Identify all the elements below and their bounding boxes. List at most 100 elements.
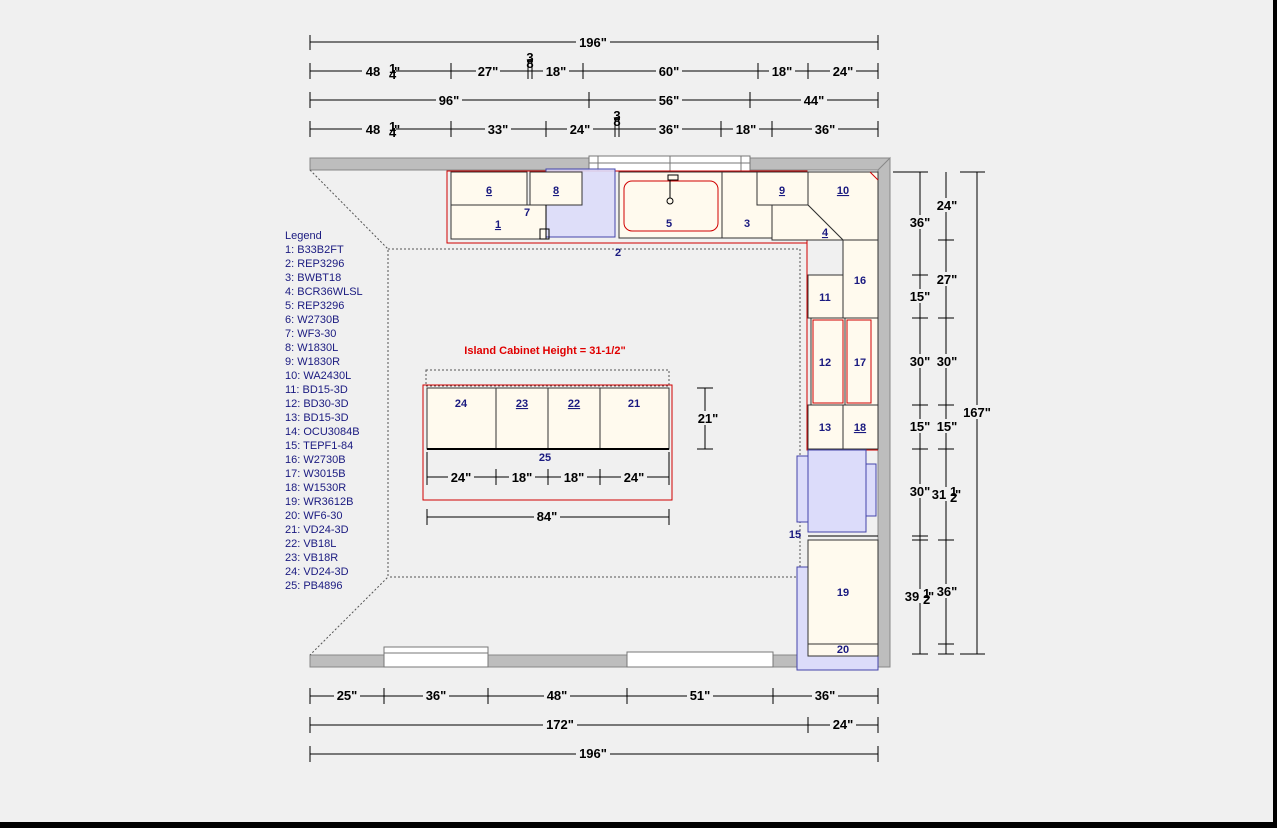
- dim-right-overall: 167": [963, 405, 991, 420]
- cabinet-13: 13: [819, 422, 831, 434]
- legend-item: 16: W2730B: [285, 454, 346, 466]
- island-depth: 21": [698, 411, 719, 426]
- cabinet-18: 18: [854, 422, 866, 434]
- dim-r2-1: 56": [659, 93, 680, 108]
- cabinet-15: 15: [789, 529, 801, 541]
- legend-item: 12: BD30-3D: [285, 398, 349, 410]
- island-height-note: Island Cabinet Height = 31-1/2": [464, 345, 625, 357]
- legend: Legend 1: B33B2FT 2: REP3296 3: BWBT18 4…: [285, 230, 363, 592]
- cabinet-22: 22: [568, 398, 580, 410]
- legend-item: 11: BD15-3D: [285, 384, 348, 396]
- svg-text:1: 1: [950, 484, 957, 499]
- dim-top-overall: 196": [579, 35, 607, 50]
- right-cabinets: [796, 239, 879, 671]
- island-part-2: 18": [564, 470, 585, 485]
- cabinet-labels: 1 2 3 4 5 6 7 8 9 10 11 12 13 15 16 17 1…: [455, 185, 866, 656]
- dashed-outlines: [309, 169, 801, 656]
- dim-r2-0: 96": [439, 93, 460, 108]
- dim-r1-4: 18": [772, 64, 793, 79]
- legend-item: 18: W1530R: [285, 482, 346, 494]
- dim-rc1-4: 30": [910, 484, 931, 499]
- window-bottom-left: [383, 646, 489, 668]
- dim-r1-2: 18": [546, 64, 567, 79]
- dim-b1-4: 36": [815, 688, 836, 703]
- legend-item: 14: OCU3084B: [285, 426, 360, 438]
- legend-item: 25: PB4896: [285, 580, 343, 592]
- legend-item: 1: B33B2FT: [285, 244, 344, 256]
- legend-item: 4: BCR36WLSL: [285, 286, 363, 298]
- legend-item: 19: WR3612B: [285, 496, 353, 508]
- cabinet-8: 8: [553, 185, 559, 197]
- dim-r3-0: 48: [366, 122, 380, 137]
- svg-text:1: 1: [389, 119, 396, 134]
- dim-rc2-1: 27": [937, 272, 958, 287]
- dim-r1-5: 24": [833, 64, 854, 79]
- legend-item: 13: BD15-3D: [285, 412, 349, 424]
- dim-r1-0: 48: [366, 64, 380, 79]
- dim-r3-4: 18": [736, 122, 757, 137]
- cabinet-25: 25: [539, 452, 551, 464]
- bottom-dimensions: 25" 36" 48" 51" 36" 172" 24" 196": [309, 688, 879, 762]
- legend-item: 22: VB18L: [285, 538, 336, 550]
- dim-rc2-2: 30": [937, 354, 958, 369]
- cabinet-11: 11: [819, 292, 831, 304]
- legend-item: 24: VD24-3D: [285, 566, 349, 578]
- cabinet-16: 16: [854, 275, 866, 287]
- dim-b1-2: 48": [547, 688, 568, 703]
- cabinet-24: 24: [455, 398, 468, 410]
- svg-text:": ": [955, 487, 961, 502]
- dim-rc1-1: 15": [910, 289, 931, 304]
- window-frame-right: [1273, 0, 1277, 828]
- svg-text:8: 8: [613, 114, 620, 129]
- dim-b2-0: 172": [546, 717, 574, 732]
- window-bottom-right: [626, 651, 774, 668]
- cabinet-19: 19: [837, 587, 849, 599]
- svg-text:3: 3: [613, 108, 620, 123]
- dim-r3-2: 24": [570, 122, 591, 137]
- svg-text:4: 4: [389, 125, 397, 140]
- dim-r1-1: 27": [478, 64, 499, 79]
- cabinet-7: 7: [524, 207, 530, 219]
- top-dimensions: 196" 48 1 4 " 27" 3 8 18" 60" 18" 24": [309, 34, 879, 140]
- top-cabinets: [446, 168, 879, 451]
- cabinet-10: 10: [837, 185, 849, 197]
- dim-r3-1: 33": [488, 122, 509, 137]
- dim-rc1-5: 39: [905, 589, 919, 604]
- legend-item: 3: BWBT18: [285, 272, 341, 284]
- svg-text:8: 8: [526, 56, 533, 71]
- cabinet-23: 23: [516, 398, 528, 410]
- legend-item: 21: VD24-3D: [285, 524, 349, 536]
- legend-item: 2: REP3296: [285, 258, 344, 270]
- legend-item: 10: WA2430L: [285, 370, 351, 382]
- legend-item: 7: WF3-30: [285, 328, 336, 340]
- dim-rc2-5: 36": [937, 584, 958, 599]
- svg-text:": ": [394, 64, 400, 79]
- island-width: 84": [537, 509, 558, 524]
- cabinet-12: 12: [819, 357, 831, 369]
- dim-rc2-0: 24": [937, 198, 958, 213]
- dim-b2-1: 24": [833, 717, 854, 732]
- dim-rc2-3: 15": [937, 419, 958, 434]
- cabinet-9: 9: [779, 185, 785, 197]
- dim-b1-3: 51": [690, 688, 711, 703]
- svg-text:1: 1: [923, 586, 930, 601]
- cabinet-3: 3: [744, 218, 750, 230]
- dim-b1-0: 25": [337, 688, 358, 703]
- dim-bottom-overall: 196": [579, 746, 607, 761]
- dim-r3-5: 36": [815, 122, 836, 137]
- right-dimensions: 36" 15" 30" 15" 30" 39 1 2 " 24" 27" 30"…: [893, 171, 994, 655]
- dim-rc1-0: 36": [910, 215, 931, 230]
- legend-item: 20: WF6-30: [285, 510, 342, 522]
- dim-rc2-4: 31: [932, 487, 946, 502]
- island-part-3: 24": [624, 470, 645, 485]
- legend-item: 5: REP3296: [285, 300, 344, 312]
- legend-item: 17: W3015B: [285, 468, 346, 480]
- cabinet-4: 4: [822, 227, 829, 239]
- dim-rc1-3: 15": [910, 419, 931, 434]
- dim-rc1-2: 30": [910, 354, 931, 369]
- island: Island Cabinet Height = 31-1/2" 24" 18" …: [422, 345, 721, 525]
- svg-text:2: 2: [950, 490, 957, 505]
- dim-r3-3: 36": [659, 122, 680, 137]
- cabinet-5: 5: [666, 218, 672, 230]
